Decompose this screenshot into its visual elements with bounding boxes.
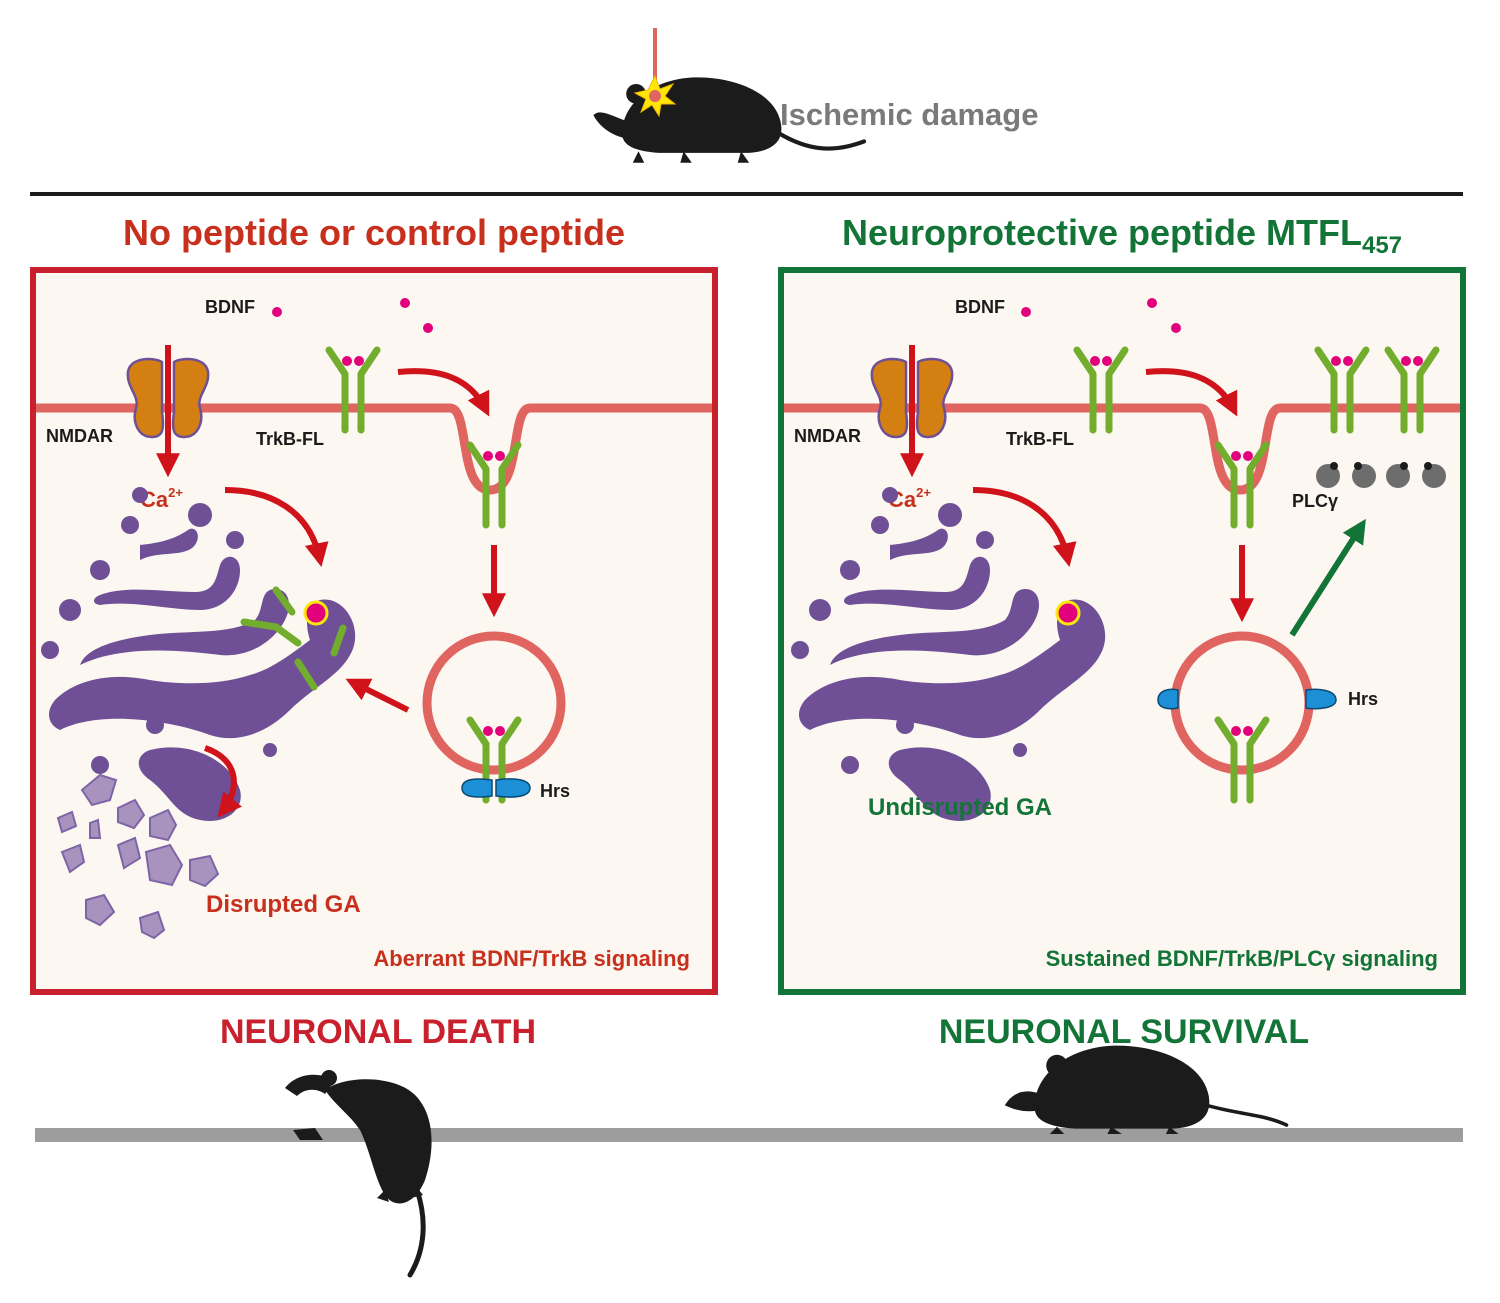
- left-retrograde-arrow: [345, 678, 410, 713]
- left-bdnf-label: BDNF: [205, 297, 255, 317]
- right-signaling-caption: Sustained BDNF/TrkB/PLCγ signaling: [1046, 946, 1438, 971]
- left-ca-golgi-arrow: [224, 487, 329, 568]
- ischemia-mouse: [593, 28, 864, 163]
- left-nmdar-label: NMDAR: [46, 426, 113, 446]
- left-outcome: NEURONAL DEATH: [220, 1013, 536, 1051]
- right-ca-golgi-arrow: [972, 487, 1077, 568]
- right-ca-label: Ca2+: [888, 485, 931, 512]
- right-panel-heading: Neuroprotective peptide MTFL457: [842, 212, 1402, 259]
- right-panel: Neuroprotective peptide MTFL457 BDNF NMD…: [778, 212, 1466, 1051]
- left-panel-heading: No peptide or control peptide: [123, 212, 625, 253]
- right-hrs-label: Hrs: [1348, 689, 1378, 709]
- right-bdnf-golgi-dot: [1055, 600, 1081, 626]
- ground-bar: [35, 1128, 1463, 1142]
- left-trkb-label: TrkB-FL: [256, 429, 324, 449]
- right-recycling-arrow: [1289, 518, 1366, 637]
- plc-gamma-complex: [1316, 462, 1446, 488]
- right-internalization-arrow: [1145, 368, 1238, 417]
- bdnf-dot: [1021, 307, 1031, 317]
- left-degraded-trkb: [240, 586, 347, 691]
- damage-burst-icon: [633, 74, 677, 118]
- bdnf-dot: [423, 323, 433, 333]
- left-golgi-fragments: [56, 773, 220, 940]
- bdnf-dot: [1147, 298, 1157, 308]
- left-bdnf-golgi-dot: [303, 600, 329, 626]
- left-signaling-caption: Aberrant BDNF/TrkB signaling: [373, 946, 690, 971]
- right-nmdar-label: NMDAR: [794, 426, 861, 446]
- left-endosome: [422, 631, 566, 775]
- dead-mouse-icon: [285, 1070, 432, 1278]
- right-ga-state: Undisrupted GA: [868, 794, 1052, 821]
- left-internalization-arrow: [397, 368, 490, 417]
- header-title: Ischemic damage: [780, 97, 1038, 132]
- right-hrs-protein: [1305, 688, 1337, 710]
- right-plasma-membrane: [784, 403, 1460, 495]
- right-trkb-label: TrkB-FL: [1006, 429, 1074, 449]
- left-hrs-label: Hrs: [540, 781, 570, 801]
- right-hrs-protein: [1157, 688, 1179, 710]
- left-panel: No peptide or control peptide BDNF NMDAR…: [30, 212, 718, 1051]
- left-plasma-membrane: [36, 403, 712, 495]
- bdnf-dot: [272, 307, 282, 317]
- right-plc-label: PLCγ: [1292, 491, 1338, 511]
- surviving-mouse-icon: [1004, 1045, 1289, 1134]
- right-outcome: NEURONAL SURVIVAL: [939, 1013, 1309, 1051]
- left-ga-state: Disrupted GA: [206, 891, 361, 918]
- left-fragmentation-arrow: [203, 745, 242, 818]
- bdnf-dot: [1171, 323, 1181, 333]
- left-hrs-protein: [461, 778, 531, 798]
- right-bdnf-label: BDNF: [955, 297, 1005, 317]
- bdnf-dot: [400, 298, 410, 308]
